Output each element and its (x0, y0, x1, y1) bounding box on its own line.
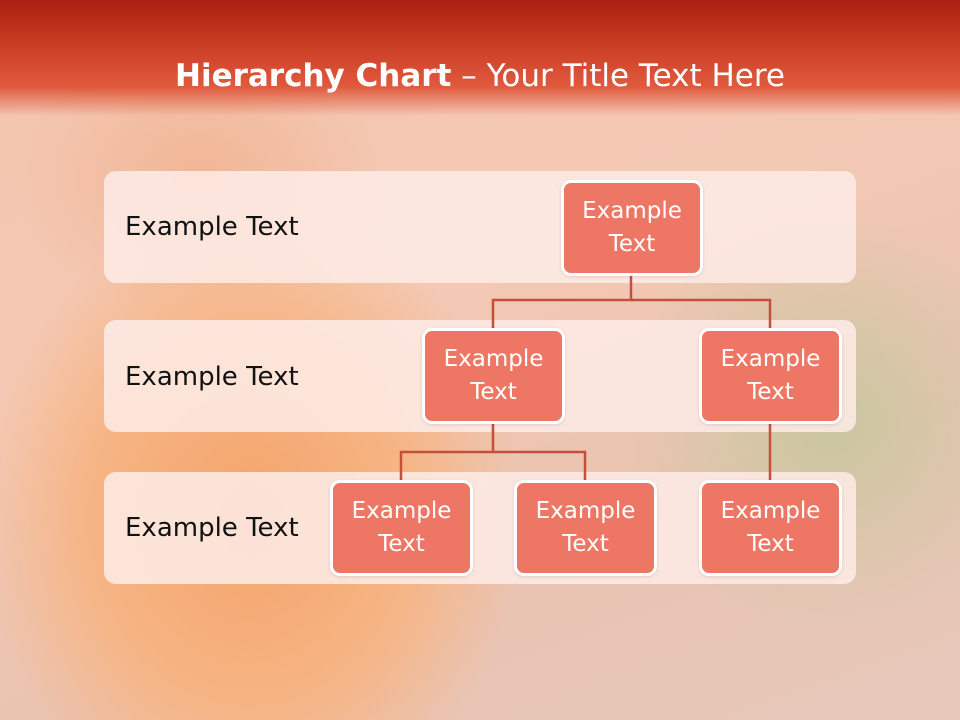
node-level2-left-label: Example Text (443, 346, 544, 405)
node-root-label: Example Text (582, 198, 682, 257)
level-band-1 (104, 171, 856, 283)
node-level2-left[interactable]: Example Text (422, 328, 565, 424)
slide-title: Hierarchy Chart – Your Title Text Here (0, 56, 960, 96)
connector-left-to-middle-child (493, 450, 587, 482)
title-rest-part: – Your Title Text Here (451, 58, 785, 94)
node-level3-middle-label: Example Text (535, 498, 636, 557)
node-level2-right-label: Example Text (720, 346, 821, 405)
title-bar (0, 0, 960, 116)
level-label-2: Example Text (125, 362, 299, 392)
connector-left-to-left-child (399, 422, 495, 482)
level-label-1: Example Text (125, 212, 299, 242)
node-level2-right[interactable]: Example Text (699, 328, 842, 424)
connector-root-to-right (631, 298, 772, 330)
node-root[interactable]: Example Text (561, 180, 703, 276)
title-bold-part: Hierarchy Chart (175, 58, 452, 94)
node-level3-left[interactable]: Example Text (330, 480, 473, 576)
node-level3-right[interactable]: Example Text (699, 480, 842, 576)
node-level3-middle[interactable]: Example Text (514, 480, 657, 576)
node-level3-right-label: Example Text (720, 498, 821, 557)
level-label-3: Example Text (125, 513, 299, 543)
connector-root-to-left (491, 274, 633, 330)
node-level3-left-label: Example Text (351, 498, 452, 557)
